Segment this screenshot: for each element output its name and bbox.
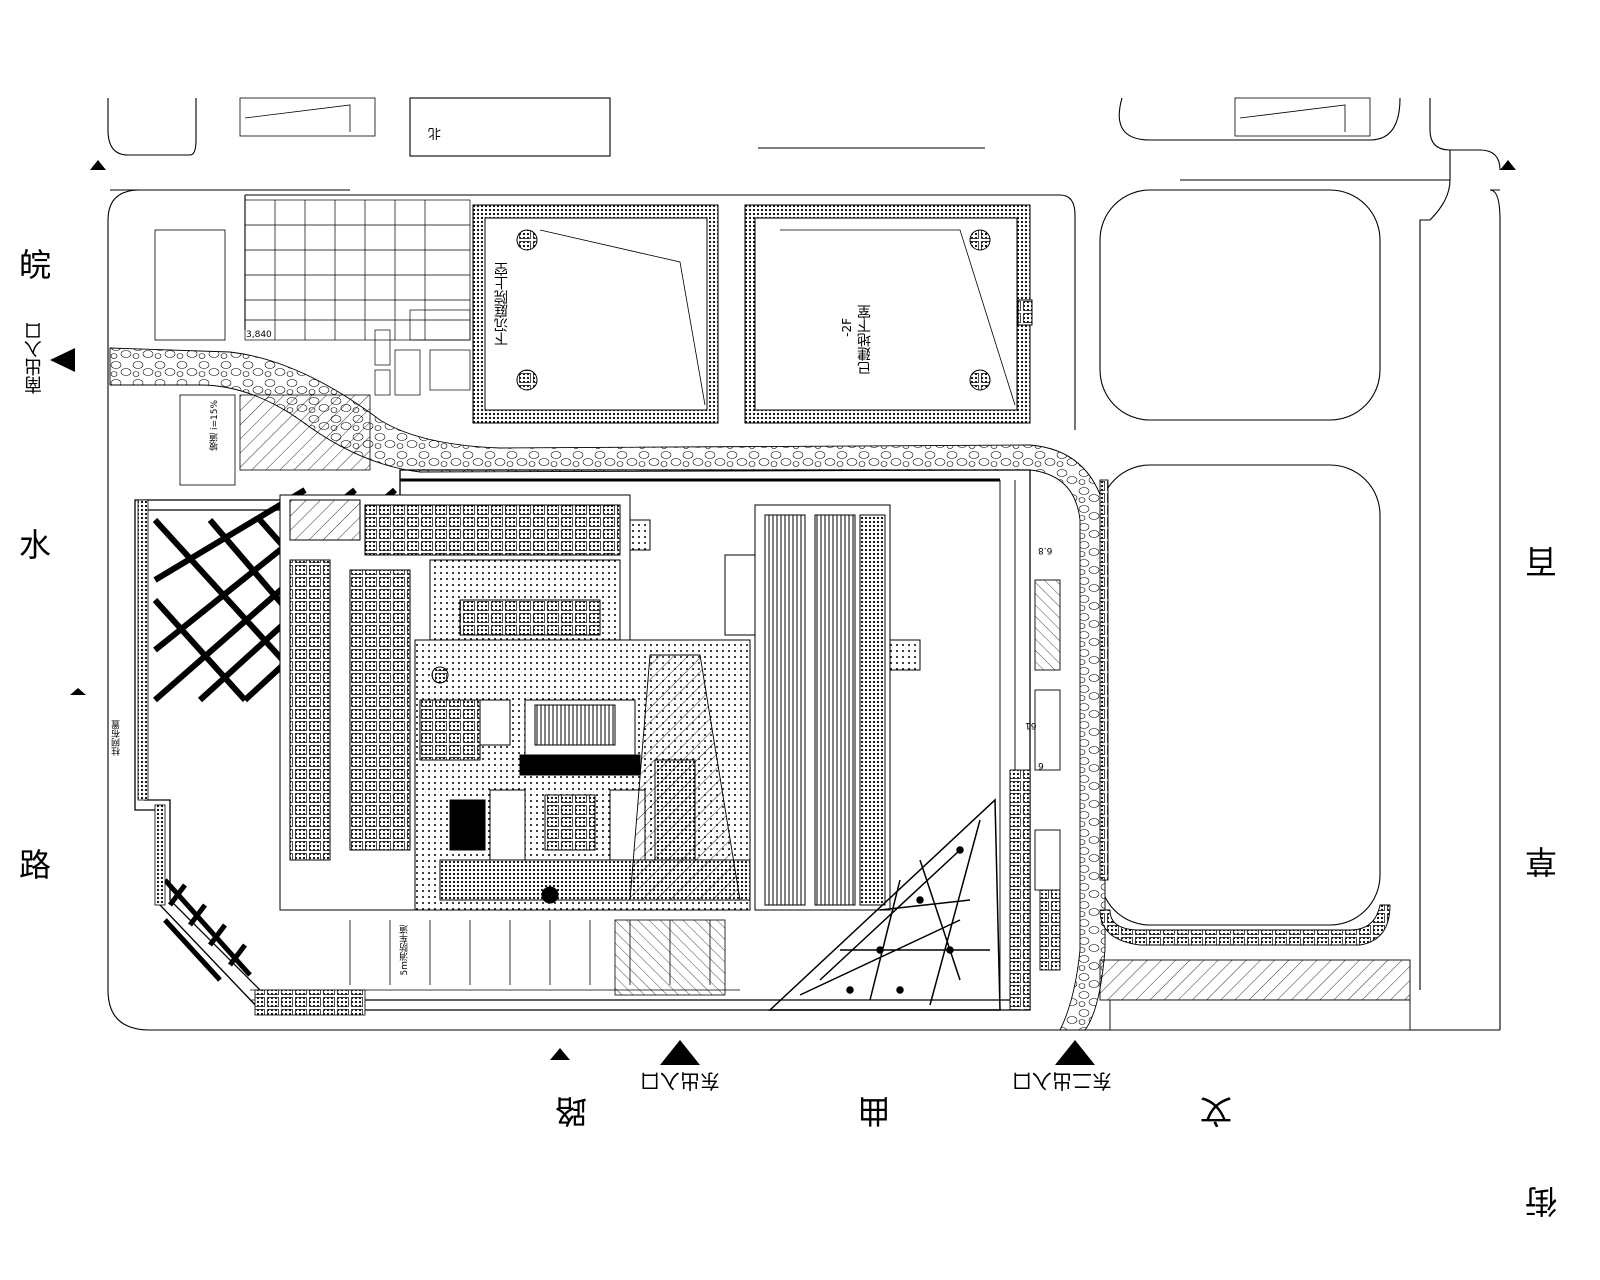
gate-label-east-2-entrance: 东二出入口 — [1012, 1069, 1112, 1093]
north-parking-bays — [239, 97, 1371, 137]
street-name-west-1: 皖 — [18, 246, 51, 284]
gate-label-south-entrance: 南出入口 — [24, 322, 45, 394]
label-dim-3840: 3,840 — [246, 330, 272, 340]
label-sunken-courtyard: 下沉庭院上空 — [494, 262, 510, 346]
street-name-west-2: 水 — [18, 526, 51, 564]
street-name-south-3: 文 — [1200, 1092, 1233, 1130]
south-driveway — [250, 919, 740, 1016]
label-pile-note: 柱网布置 — [112, 720, 122, 756]
label-existing-basement: 已建地下室 — [857, 305, 873, 375]
street-name-east-2: 草 — [1525, 842, 1558, 880]
label-basement-floor: -2F — [840, 318, 854, 337]
space-frame-triangle — [768, 798, 1001, 1011]
gate-markers — [50, 160, 1516, 1065]
label-ramp-note: 5m消防车道 — [400, 925, 410, 976]
street-name-south-2: 曲 — [858, 1092, 891, 1130]
street-name-west-3: 路 — [18, 846, 51, 884]
gate-label-east-entrance: 东出入口 — [640, 1069, 720, 1093]
street-name-east-3: 街 — [1525, 1182, 1558, 1220]
street-name-south-1: 路 — [555, 1092, 588, 1130]
southeast-strip — [1099, 479, 1411, 1031]
north-west-parking-grid — [244, 199, 471, 396]
west-hatched-band — [137, 229, 371, 906]
southwest-truss — [163, 878, 252, 982]
label-slope-note: 坡道 i=15% — [210, 400, 220, 451]
road-edges — [107, 97, 1501, 1031]
label-north: 北 — [428, 125, 442, 140]
east-block — [629, 504, 921, 911]
street-name-east-1: 百 — [1525, 542, 1558, 580]
east-corridor — [999, 480, 1061, 1011]
label-dim-61: 61 — [1025, 720, 1037, 730]
label-dim-6: 6 — [1038, 760, 1044, 770]
label-dim-68: 6.8 — [1038, 545, 1053, 555]
sunken-courtyard — [472, 204, 719, 424]
existing-basement — [744, 204, 1033, 424]
central-core — [414, 639, 751, 911]
